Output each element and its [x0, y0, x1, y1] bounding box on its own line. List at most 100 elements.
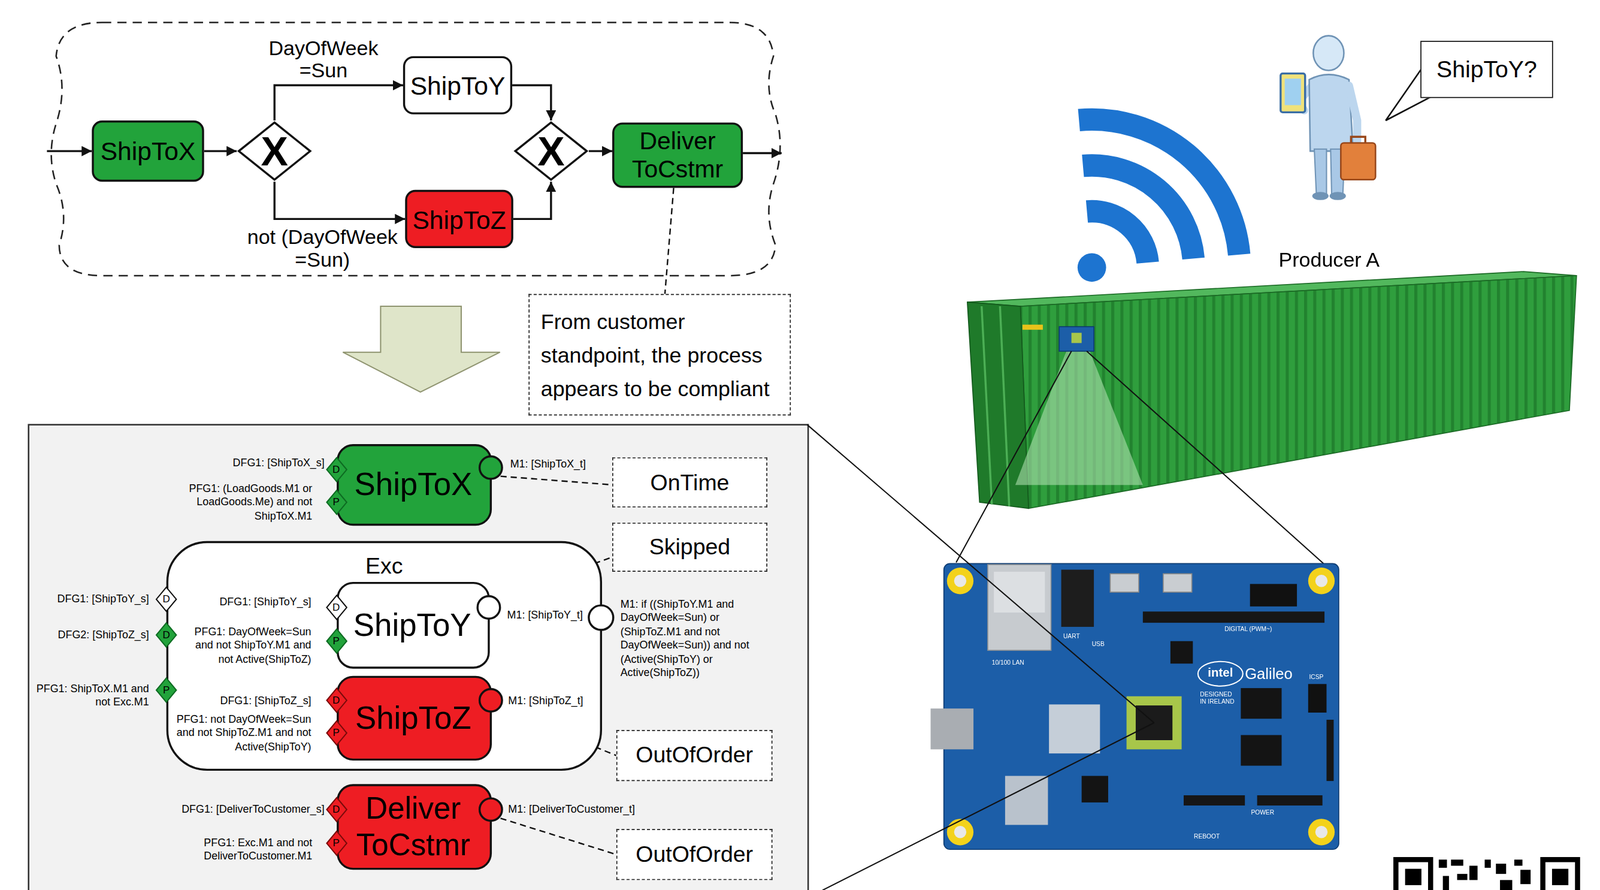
task-name: ShipToZ — [410, 203, 509, 235]
board-logo: intel — [1202, 665, 1239, 682]
board-print: USB — [1092, 640, 1115, 649]
port-diamond: D — [155, 621, 178, 648]
fragment-box: ShipToXDP — [336, 443, 492, 526]
qr-module — [1520, 869, 1531, 884]
gateway-symbol: X — [236, 128, 313, 174]
ic — [1240, 734, 1282, 765]
tablet-screen — [1284, 78, 1302, 105]
port-letter: P — [155, 683, 178, 696]
port-diamond: P — [325, 718, 348, 746]
fragment-box: ShipToZDP — [336, 675, 492, 761]
header — [1326, 719, 1334, 781]
status-note: OnTime — [612, 457, 768, 507]
port-letter: P — [325, 726, 348, 739]
ic — [1081, 775, 1109, 803]
sequence-flow — [274, 181, 405, 219]
ic — [1240, 687, 1282, 719]
guard-annotation: PFG1: DayOfWeek=Sun and not ShipToY.M1 a… — [180, 624, 312, 667]
qr-module — [1457, 873, 1468, 880]
guard-annotation: DFG1: [DeliverToCustomer_s] — [153, 802, 325, 816]
sensor-chip — [1071, 332, 1082, 343]
incoming-flow — [46, 149, 92, 152]
status-text: OnTime — [619, 469, 761, 496]
leader-line — [500, 476, 613, 485]
board-print: DESIGNED IN IRELAND — [1199, 690, 1237, 706]
qr-finder — [1543, 859, 1578, 890]
wifi-dot — [1077, 252, 1107, 282]
mount-hole — [1308, 818, 1335, 845]
marker-circle — [478, 687, 504, 712]
process-cloud — [51, 22, 781, 275]
power-jack — [1061, 569, 1095, 627]
task-box: ShipToX — [91, 120, 204, 182]
header — [1250, 583, 1297, 606]
guard-annotation: PFG1: (LoadGoods.M1 or LoadGoods.Me) and… — [169, 481, 313, 523]
guard-annotation: M1: [ShipToX_t] — [510, 457, 603, 471]
zoom-line — [806, 424, 1154, 723]
task-box: ShipToY — [403, 56, 513, 115]
board-print: REBOOT — [1193, 832, 1229, 840]
group-title: Exc — [168, 552, 601, 580]
fragment-name: Deliver ToCstmr — [351, 789, 476, 864]
person-figure — [1280, 35, 1376, 201]
zoom-line — [956, 351, 1072, 563]
guard-annotation: M1: [DeliverToCustomer_t] — [507, 802, 641, 816]
pcb — [944, 563, 1339, 849]
header — [1308, 683, 1327, 713]
note-text: From customer standpoint, the process ap… — [540, 304, 779, 406]
leg — [1314, 149, 1327, 195]
guard-annotation: DFG1: [ShipToY_s] — [188, 594, 311, 609]
header — [1257, 794, 1323, 806]
status-text: OutOfOrder — [623, 841, 766, 868]
port-letter: D — [155, 593, 178, 606]
wifi-arc — [1083, 165, 1194, 259]
mount-hole-center — [1315, 574, 1328, 587]
fragment-box: ShipToYDP — [336, 581, 491, 669]
mount-hole — [1308, 567, 1335, 594]
door-bar — [981, 306, 992, 504]
door-bar — [999, 306, 1009, 507]
sequence-flow — [204, 149, 238, 152]
qr-finder — [1395, 859, 1431, 890]
task-name: ShipToY — [407, 70, 507, 101]
gateway-diamond: X — [513, 120, 589, 182]
port-letter: D — [325, 802, 348, 815]
arm — [1349, 85, 1358, 141]
marker-circle — [476, 594, 502, 619]
port-diamond: D — [325, 686, 348, 713]
qr-finder — [1405, 868, 1422, 885]
sequence-flow — [512, 85, 552, 121]
fragment-name: ShipToZ — [351, 699, 476, 737]
zoom-line — [1086, 351, 1324, 564]
task-box: ShipToZ — [404, 189, 514, 248]
marker-circle — [587, 603, 615, 631]
guard-annotation: DFG1: [ShipToX_s] — [201, 455, 325, 470]
producer-name: Producer A — [1270, 246, 1388, 274]
logo-ring — [1198, 661, 1243, 686]
port-letter: D — [155, 628, 178, 641]
port-diamond: D — [325, 593, 348, 620]
fragment-name: ShipToX — [351, 466, 476, 503]
port-letter: D — [325, 693, 348, 706]
fragment-name: ShipToY — [351, 606, 474, 644]
ic — [1170, 640, 1193, 664]
port-diamond: P — [155, 676, 178, 703]
qr-module — [1469, 865, 1478, 880]
outgoing-flow — [742, 152, 782, 154]
detail-panel — [28, 424, 809, 890]
guard-annotation: PFG1: ShipToX.M1 and not Exc.M1 — [32, 681, 150, 710]
qr-module — [1443, 875, 1450, 890]
board-print: UART — [1063, 632, 1090, 640]
task-name: ShipToX — [97, 135, 199, 167]
port-letter: D — [325, 600, 348, 613]
guard-annotation: M1: [ShipToY_t] — [507, 608, 589, 622]
shipping-container — [967, 271, 1577, 508]
sd-slot — [930, 708, 975, 749]
mount-hole — [947, 567, 974, 594]
marker-circle — [478, 454, 504, 480]
usb-port — [1163, 573, 1193, 592]
mount-hole-center — [1315, 825, 1328, 838]
port-diamond: P — [325, 829, 348, 856]
guard-annotation: M1: [ShipToZ_t] — [507, 693, 590, 708]
guard-annotation: PFG1: not DayOfWeek=Sun and not ShipToZ.… — [170, 712, 311, 754]
